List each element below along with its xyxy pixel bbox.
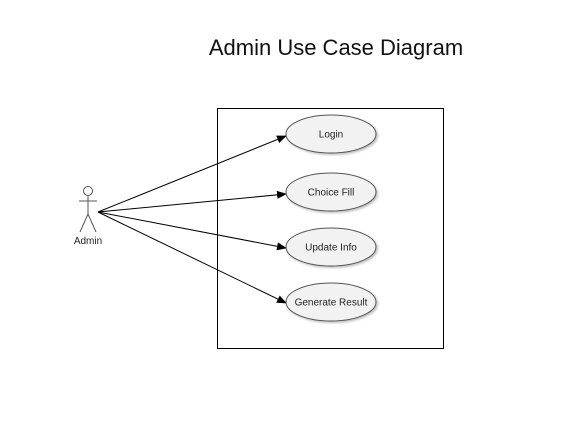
associations <box>97 135 287 304</box>
actor-label: Admin <box>74 236 102 247</box>
actor-admin <box>79 186 97 233</box>
association-update-info <box>97 211 287 251</box>
use-case-ellipse <box>285 282 377 322</box>
use-case-label: Generate Result <box>295 298 368 309</box>
use-case-choice-fill: Choice Fill <box>285 172 377 212</box>
use-case-generate-result: Generate Result <box>285 282 377 322</box>
association-generate-result <box>97 211 287 304</box>
association-choice-fill <box>97 190 287 213</box>
actor-head <box>83 186 93 196</box>
diagram-title: Admin Use Case Diagram <box>209 35 463 60</box>
use-case-label: Update Info <box>305 243 357 254</box>
use-case-ellipse <box>285 172 377 212</box>
use-case-ellipse <box>285 114 377 154</box>
actor-left-leg <box>79 213 89 233</box>
actor-right-leg <box>87 213 97 233</box>
use-case-label: Choice Fill <box>308 188 355 199</box>
use-case-login: Login <box>285 114 377 154</box>
use-case-ellipse <box>285 227 377 267</box>
use-case-update-info: Update Info <box>285 227 377 267</box>
use-case-label: Login <box>319 130 343 141</box>
association-login <box>97 135 287 213</box>
